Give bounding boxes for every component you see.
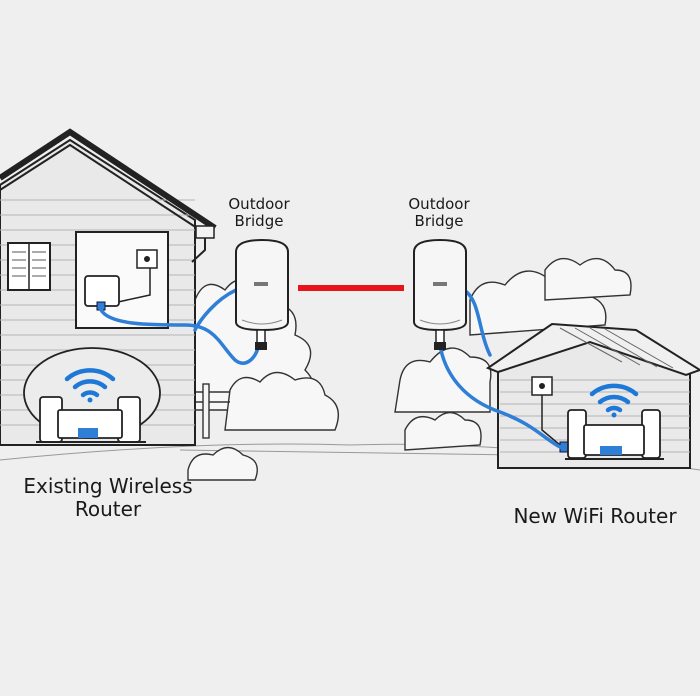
existing-router-label: Existing Wireless Router — [8, 475, 208, 521]
wifi-router-icon — [36, 396, 146, 443]
outdoor-bridge-icon — [235, 238, 289, 350]
shed-icon — [485, 322, 700, 469]
right-bridge-label-line1: Outdoor — [408, 195, 470, 213]
poe-adapter-icon — [84, 275, 120, 311]
wall-socket-icon — [531, 376, 553, 396]
fence — [190, 383, 230, 439]
left-bridge-label-line2: Bridge — [234, 212, 284, 231]
bushes — [179, 257, 632, 481]
wall-socket-icon — [136, 249, 158, 269]
right-bridge-label-line2: Bridge — [414, 212, 464, 231]
ethernet-cables — [99, 288, 564, 450]
wifi-signal-icon — [64, 368, 116, 403]
new-router-label: New WiFi Router — [513, 504, 677, 528]
left-bridge-label: Outdoor Bridge — [204, 195, 314, 231]
left-bridge-label-line1: Outdoor — [228, 195, 290, 213]
existing-router-label-line1: Existing Wireless — [23, 474, 193, 498]
right-bridge-label: Outdoor Bridge — [384, 195, 494, 231]
existing-router-label-line2: Router — [74, 497, 142, 521]
outdoor-bridge-icon — [413, 238, 467, 350]
house-icon — [0, 128, 217, 446]
wifi-signal-icon — [589, 383, 639, 418]
wifi-router-icon — [565, 409, 664, 460]
house-window — [7, 242, 51, 291]
